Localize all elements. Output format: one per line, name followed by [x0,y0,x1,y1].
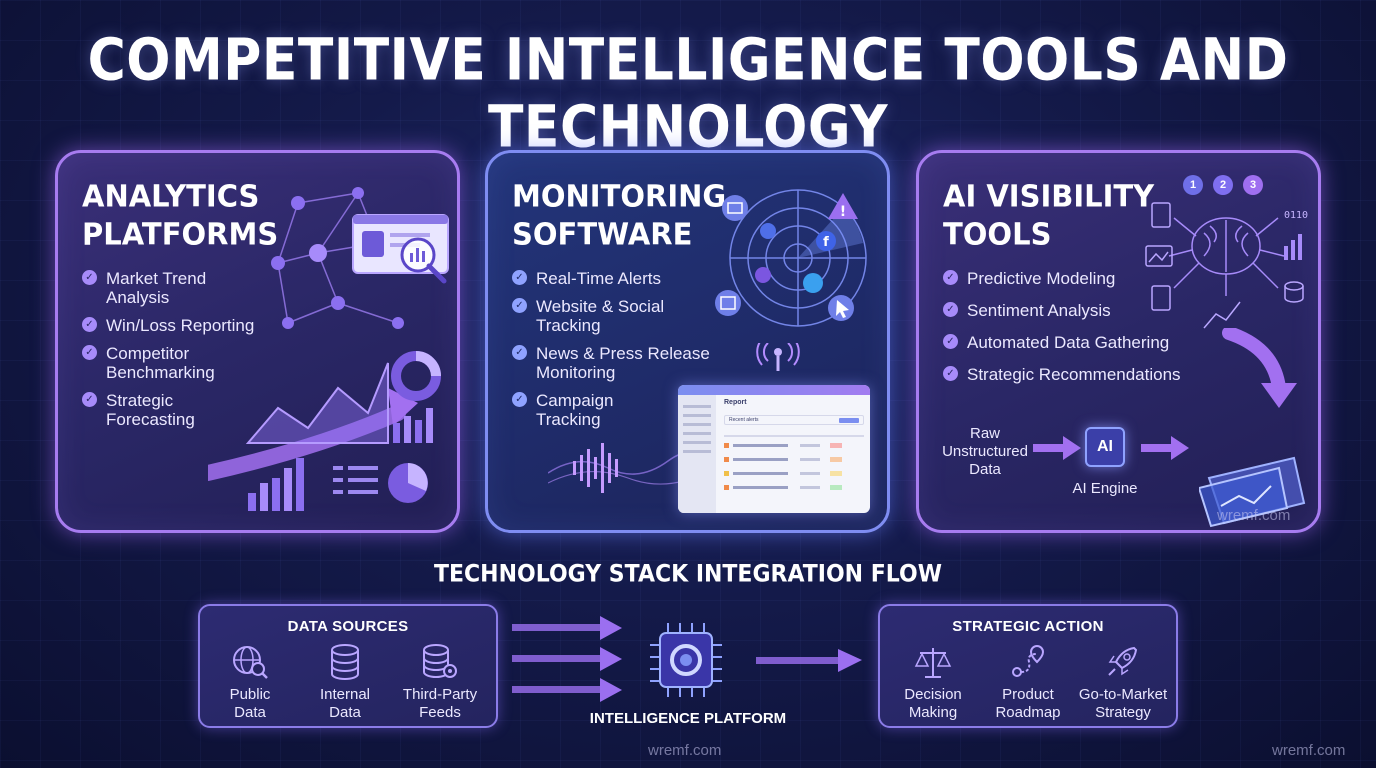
card-title: AI VISIBILITY TOOLS [943,178,1155,252]
signal-waves-illustration [548,343,800,493]
arrows-into-platform [512,616,622,702]
action-go-to-market-strategy: Go-to-Market Strategy [1073,644,1173,722]
card-title: ANALYTICS PLATFORMS [82,178,279,252]
check-icon: ✓ [82,317,97,332]
ai-brain-illustration: 0110 [1145,202,1308,329]
watermark: wremf.com [648,742,722,759]
check-icon: ✓ [82,270,97,285]
feature-item: ✓Sentiment Analysis [943,301,1181,320]
svg-text:0110: 0110 [1284,210,1308,221]
roadmap-icon [1012,644,1045,677]
source-third-party-feeds: Third-Party Feeds [390,644,490,722]
report-header: Report [724,399,747,406]
report-search: Recent alerts [724,415,864,425]
step-badges: 1 2 3 [1183,175,1273,197]
check-icon: ✓ [512,345,527,360]
arrow-right-icon [1141,436,1189,460]
feature-item: ✓Market Trend Analysis [82,269,254,307]
feature-item: ✓Automated Data Gathering [943,333,1181,352]
database-gear-icon [423,644,457,678]
raw-data-label: Raw Unstructured Data [942,425,1028,478]
page-title: COMPETITIVE INTELLIGENCE TOOLS AND TECHN… [87,26,1289,162]
feature-item: ✓Strategic Forecasting [82,391,254,429]
check-icon: ✓ [512,270,527,285]
feature-item: ✓News & Press Release Monitoring [512,344,710,382]
feature-list: ✓Real-Time Alerts ✓Website & Social Trac… [512,269,710,438]
report-window-titlebar [678,385,870,395]
check-icon: ✓ [512,392,527,407]
feature-item: ✓Win/Loss Reporting [82,316,254,335]
feature-item: ✓Website & Social Tracking [512,297,710,335]
intelligence-platform-label: INTELLIGENCE PLATFORM [589,710,787,727]
arrow-to-dashboard [1199,328,1306,528]
step-badge: 2 [1213,175,1233,195]
feature-list: ✓Market Trend Analysis ✓Win/Loss Reporti… [82,269,254,438]
database-icon [331,644,359,680]
report-window: Report Recent alerts [678,385,870,513]
radar-illustration: ! f [715,189,867,327]
feature-item: ✓Campaign Tracking [512,391,710,429]
globe-search-icon [233,646,268,679]
feature-item: ✓Strategic Recommendations [943,365,1181,384]
strategic-action-title: STRATEGIC ACTION [952,618,1104,635]
check-icon: ✓ [512,298,527,313]
feature-item: ✓Competitor Benchmarking [82,344,254,382]
watermark: wremf.com [1272,742,1346,759]
card-watermark: wremf.com [1217,507,1291,524]
source-internal-data: Internal Data [295,644,395,722]
card-monitoring-software: MONITORING SOFTWARE ✓Real-Time Alerts ✓W… [485,150,890,533]
check-icon: ✓ [943,334,958,349]
check-icon: ✓ [943,302,958,317]
ai-engine-label: AI Engine [1072,480,1138,497]
check-icon: ✓ [82,345,97,360]
arrow-to-action [756,649,862,672]
feature-item: ✓Real-Time Alerts [512,269,710,288]
scales-icon [914,648,952,678]
arrow-right-icon [1033,436,1081,460]
check-icon: ✓ [943,366,958,381]
feature-list: ✓Predictive Modeling ✓Sentiment Analysis… [943,269,1181,393]
strategic-action-box: STRATEGIC ACTION Decision Making Product… [878,604,1178,728]
charts-illustration [208,351,441,511]
svg-text:!: ! [840,204,846,220]
ai-chip-icon: AI [1085,427,1125,467]
flow-title: TECHNOLOGY STACK INTEGRATION FLOW [434,561,942,588]
intelligence-platform-chip-icon [650,623,722,697]
report-sidebar [678,395,716,513]
svg-text:f: f [823,235,829,250]
source-public-data: Public Data [200,644,300,722]
check-icon: ✓ [943,270,958,285]
card-analytics-platforms: ANALYTICS PLATFORMS ✓Market Trend Analys… [55,150,460,533]
card-title: MONITORING SOFTWARE [512,178,727,252]
step-badge: 1 [1183,175,1203,195]
network-analytics-illustration [271,187,449,329]
report-rows [724,435,864,490]
data-sources-title: DATA SOURCES [287,618,409,635]
card-ai-visibility-tools: AI VISIBILITY TOOLS ✓Predictive Modeling… [916,150,1321,533]
action-product-roadmap: Product Roadmap [978,644,1078,722]
rocket-icon [1108,646,1138,676]
feature-item: ✓Predictive Modeling [943,269,1181,288]
step-badge: 3 [1243,175,1263,195]
check-icon: ✓ [82,392,97,407]
data-sources-box: DATA SOURCES Public Data Internal Data T… [198,604,498,728]
action-decision-making: Decision Making [883,644,983,722]
